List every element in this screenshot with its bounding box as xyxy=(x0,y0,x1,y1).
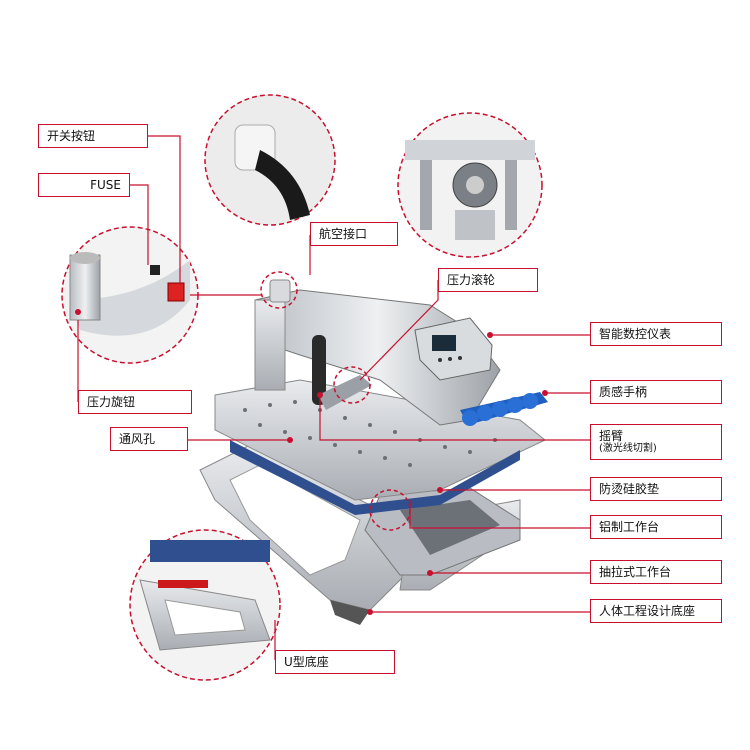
vent-holes xyxy=(243,400,497,467)
label-text: 航空接口 xyxy=(319,227,368,241)
label-swing-arm: 摇臂 (激光线切割) xyxy=(590,424,722,460)
label-aviation-connector: 航空接口 xyxy=(310,222,398,246)
label-vent-holes: 通风孔 xyxy=(110,427,188,451)
label-text: 压力滚轮 xyxy=(447,273,496,287)
inset-pressure-roller xyxy=(397,112,543,258)
marker-roller xyxy=(333,366,371,404)
label-text: 压力旋钮 xyxy=(87,395,136,409)
label-text: 摇臂 xyxy=(599,429,624,443)
label-u-base: U型底座 xyxy=(275,650,395,674)
label-text: 抽拉式工作台 xyxy=(599,565,672,579)
label-text: 通风孔 xyxy=(119,432,156,446)
label-subtext: (激光线切割) xyxy=(599,443,657,454)
label-power-switch: 开关按钮 xyxy=(38,124,148,148)
blue-handle xyxy=(460,392,548,426)
label-text: 防烫硅胶垫 xyxy=(599,482,660,496)
label-pressure-roller: 压力滚轮 xyxy=(438,268,538,292)
label-text: 开关按钮 xyxy=(47,129,96,143)
label-text: U型底座 xyxy=(284,655,329,669)
label-ergonomic-base: 人体工程设计底座 xyxy=(590,599,722,623)
label-text: 铝制工作台 xyxy=(599,520,660,534)
label-text: FUSE xyxy=(90,178,121,192)
inset-switch-fuse xyxy=(61,226,199,364)
label-aluminum-plate: 铝制工作台 xyxy=(590,515,722,539)
label-controller: 智能数控仪表 xyxy=(590,322,722,346)
inset-aviation-connector xyxy=(204,94,336,226)
controller-panel xyxy=(414,317,493,381)
swing-arm xyxy=(312,335,372,410)
label-text: 质感手柄 xyxy=(599,385,648,399)
label-text: 人体工程设计底座 xyxy=(599,604,696,618)
leader-dots xyxy=(75,309,548,615)
connector-on-machine xyxy=(269,279,291,303)
label-pressure-knob: 压力旋钮 xyxy=(78,390,192,414)
label-text: 智能数控仪表 xyxy=(599,327,672,341)
marker-connector xyxy=(260,271,298,309)
inset-u-base xyxy=(129,529,281,681)
label-drawer-table: 抽拉式工作台 xyxy=(590,560,722,584)
label-handle: 质感手柄 xyxy=(590,380,722,404)
label-silicone-pad: 防烫硅胶垫 xyxy=(590,477,722,501)
label-fuse: FUSE xyxy=(38,173,130,197)
leader-lines xyxy=(77,135,590,660)
